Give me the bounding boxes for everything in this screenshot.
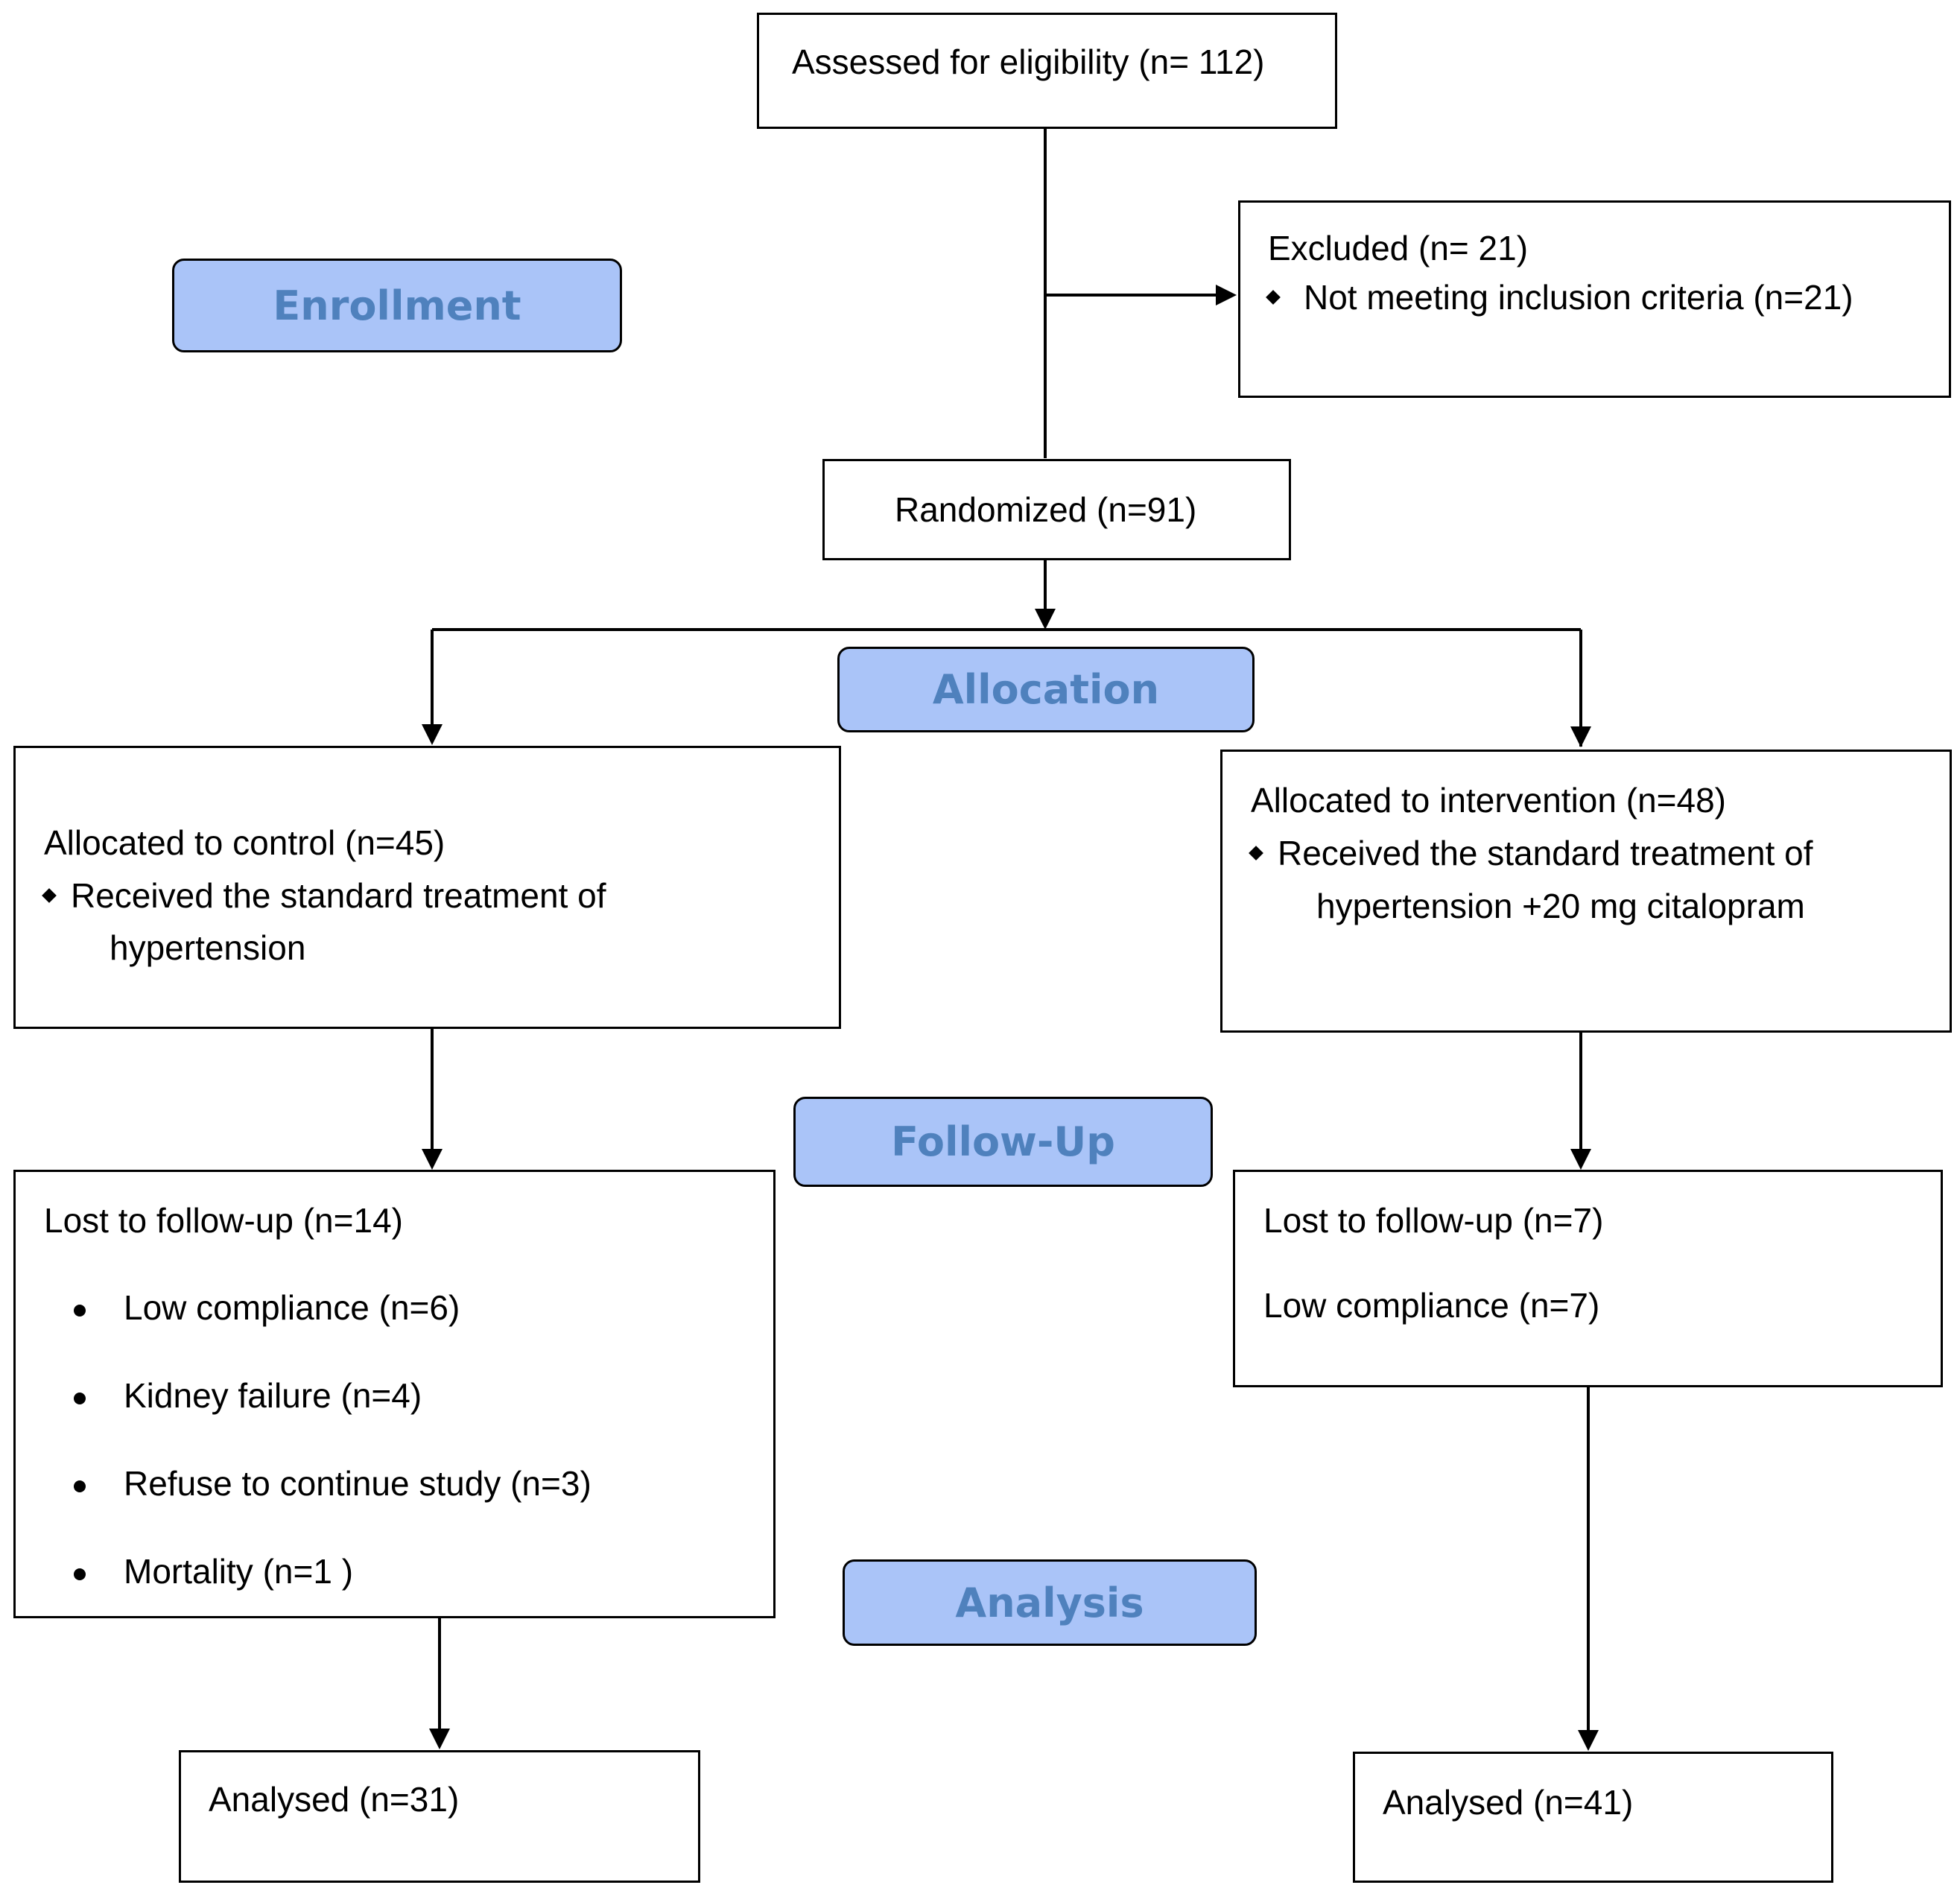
control-analysed-text: Analysed (n=31) [209, 1780, 460, 1819]
intervention-treatment-text-1: Received the standard treatment of [1278, 834, 1813, 872]
arrowhead-intervention-lost [1570, 1149, 1591, 1170]
intervention-treatment-line2: hypertension +20 mg citalopram [1316, 887, 1805, 925]
excluded-box: Excluded (n= 21) Not meeting inclusion c… [1238, 200, 1951, 398]
stage-follow-up: Follow-Up [793, 1097, 1213, 1187]
diamond-bullet-icon [42, 887, 57, 903]
control-lost-box: Lost to follow-up (n=14) Low compliance … [13, 1170, 776, 1618]
intervention-analysed-box: Analysed (n=41) [1353, 1752, 1833, 1883]
assessed-text: Assessed for eligibility (n= 112) [792, 42, 1265, 81]
stage-allocation-label: Allocation [932, 666, 1160, 713]
bullet-icon [74, 1305, 86, 1317]
arrowhead-control-analysed [429, 1729, 450, 1749]
arrowhead-intervention [1570, 726, 1591, 747]
arrowhead-control-lost [422, 1149, 443, 1170]
control-analysed-box: Analysed (n=31) [179, 1750, 700, 1883]
intervention-treatment-line1: Received the standard treatment of [1249, 833, 1813, 874]
control-treatment-text-1: Received the standard treatment of [71, 876, 606, 915]
stage-analysis-label: Analysis [955, 1579, 1144, 1626]
stage-analysis: Analysis [843, 1559, 1257, 1646]
excluded-reason-text: Not meeting inclusion criteria (n=21) [1304, 278, 1853, 317]
stage-enrollment-label: Enrollment [273, 282, 521, 329]
intervention-analysed-text: Analysed (n=41) [1383, 1783, 1634, 1822]
control-lost-reason-4: Mortality (n=1 ) [124, 1552, 354, 1591]
intervention-allocated-text: Allocated to intervention (n=48) [1251, 781, 1727, 820]
intervention-lost-box: Lost to follow-up (n=7) Low compliance (… [1233, 1170, 1943, 1387]
stage-follow-up-label: Follow-Up [891, 1118, 1115, 1165]
control-allocated-text: Allocated to control (n=45) [44, 823, 445, 862]
randomized-text: Randomized (n=91) [895, 490, 1197, 529]
control-lost-reason-3: Refuse to continue study (n=3) [124, 1464, 592, 1503]
control-lost-title: Lost to follow-up (n=14) [44, 1201, 403, 1240]
arrowhead-randomized [1035, 609, 1056, 630]
intervention-lost-title: Lost to follow-up (n=7) [1263, 1201, 1604, 1240]
control-lost-reason-1: Low compliance (n=6) [124, 1288, 460, 1327]
bullet-icon [74, 1568, 86, 1580]
bullet-icon [74, 1393, 86, 1404]
intervention-lost-reason-1: Low compliance (n=7) [1263, 1286, 1600, 1325]
intervention-allocation-box: Allocated to intervention (n=48) Receive… [1220, 750, 1952, 1033]
control-treatment-line2: hypertension [110, 928, 306, 967]
assessed-box: Assessed for eligibility (n= 112) [757, 13, 1337, 129]
control-allocation-box: Allocated to control (n=45) Received the… [13, 746, 841, 1029]
stage-allocation: Allocation [837, 647, 1255, 732]
diamond-bullet-icon [1266, 289, 1281, 305]
excluded-title: Excluded (n= 21) [1268, 229, 1529, 267]
arrowhead-control [422, 724, 443, 745]
randomized-box: Randomized (n=91) [822, 459, 1291, 560]
arrowhead-intervention-analysed [1578, 1730, 1599, 1751]
control-lost-reason-2: Kidney failure (n=4) [124, 1376, 422, 1415]
excluded-reason: Not meeting inclusion criteria (n=21) [1266, 277, 1853, 318]
stage-enrollment: Enrollment [172, 259, 622, 352]
control-treatment-line1: Received the standard treatment of [42, 875, 606, 916]
bullet-icon [74, 1480, 86, 1492]
diamond-bullet-icon [1249, 845, 1263, 861]
arrowhead-excluded [1216, 285, 1237, 305]
